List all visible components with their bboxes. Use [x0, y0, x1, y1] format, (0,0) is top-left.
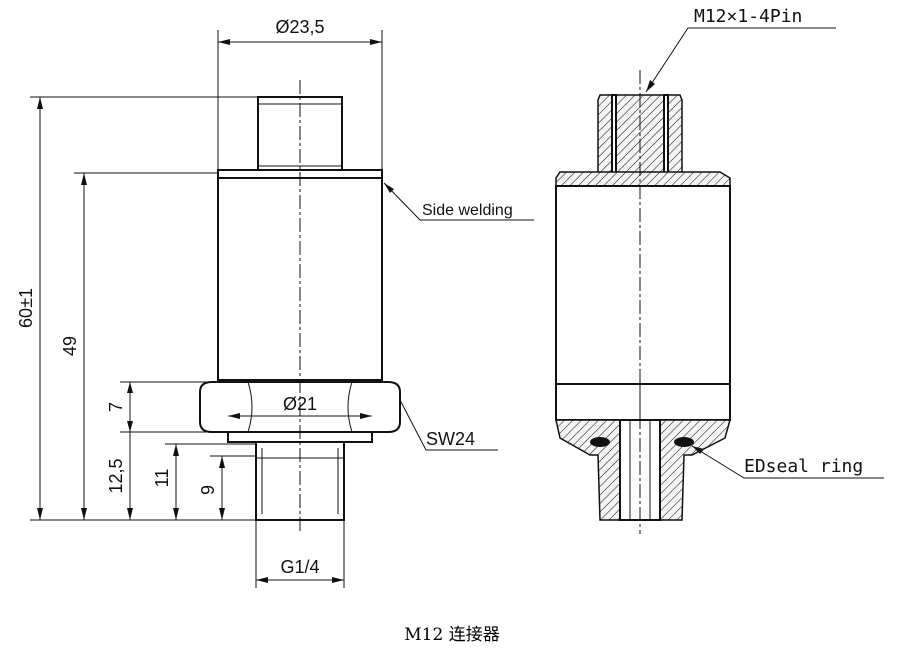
lower-left-section	[555, 419, 621, 521]
label-wrench-size: SW24	[426, 429, 475, 449]
section-view: M12×1-4Pin EDseal ring	[555, 6, 884, 534]
dim-thread-total: 12,5	[106, 458, 126, 493]
dim-thread-size: G1/4	[280, 557, 319, 577]
label-side-welding: Side welding	[422, 202, 513, 219]
dim-top-diameter: Ø23,5	[275, 17, 324, 37]
seal-ring-left	[590, 437, 610, 447]
side-view: Ø23,5 60±1 49 7 12,5 11	[16, 17, 534, 588]
label-connector-spec: M12×1-4Pin	[694, 6, 802, 27]
dim-hex-height: 7	[106, 402, 126, 412]
dim-total-height: 60±1	[16, 288, 36, 328]
seal-ring-right	[674, 437, 694, 447]
figure-caption: M12 连接器	[404, 625, 500, 645]
dim-body-height: 49	[60, 336, 80, 356]
dim-thread-length: 9	[198, 485, 218, 495]
lower-right-section	[659, 419, 731, 521]
flange-section	[555, 171, 731, 187]
dim-thread-mid: 11	[152, 469, 172, 488]
section-body	[555, 185, 731, 385]
dim-hex-diameter: Ø21	[283, 394, 317, 414]
label-seal-ring: EDseal ring	[744, 456, 863, 477]
section-hex	[555, 383, 731, 421]
